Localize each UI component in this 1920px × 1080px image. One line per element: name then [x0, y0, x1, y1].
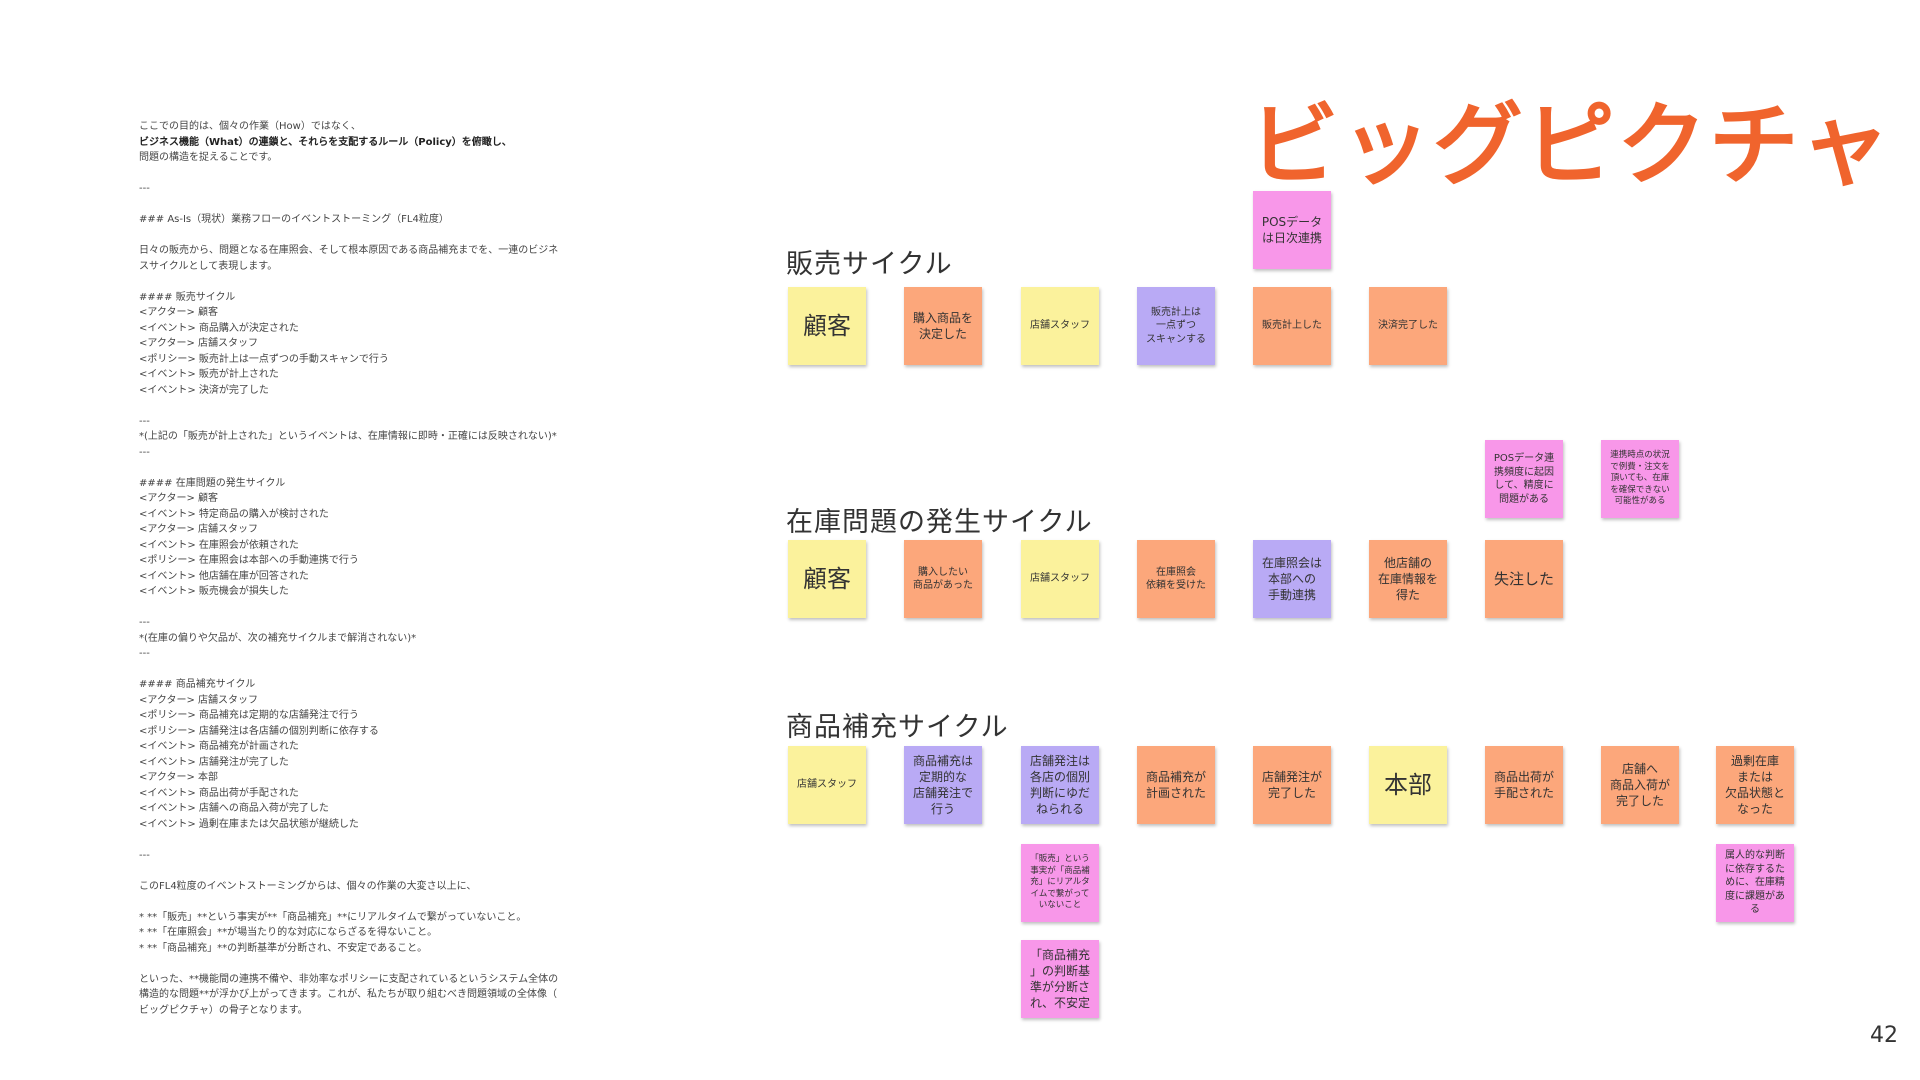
document-line: ---	[139, 415, 150, 427]
document-line: ### As-Is（現状）業務フローのイベントストーミング（FL4粒度）	[139, 214, 449, 225]
document-line: 構造的な問題**が浮かび上がってきます。これが、私たちが取り組むべき問題領域の全…	[139, 989, 557, 1000]
document-line: <アクター> 顧客	[139, 493, 219, 504]
document-line: <イベント> 特定商品の購入が検討された	[139, 508, 329, 520]
document-line: * **「在庫照会」**が場当たり的な対応にならざるを得ないこと。	[139, 927, 438, 938]
sticky-note-actor[interactable]: 顧客	[788, 540, 866, 618]
document-line	[139, 274, 619, 290]
document-line: <ポリシー> 在庫照会は本部への手動連携で行う	[139, 555, 359, 566]
document-line: <イベント> 商品購入が決定された	[139, 322, 299, 334]
sticky-note-event[interactable]: 商品補充が 計画された	[1137, 746, 1215, 824]
document-line: <イベント> 他店舗在庫が回答された	[139, 570, 309, 582]
document-line: ---	[139, 648, 150, 659]
sticky-note-event[interactable]: 店舗へ 商品入荷が 完了した	[1601, 746, 1679, 824]
document-line: <イベント> 店舗への商品入荷が完了した	[139, 803, 329, 814]
sticky-note-actor[interactable]: 本部	[1369, 746, 1447, 824]
section-sales-cycle: 販売サイクル	[786, 249, 953, 280]
sticky-note-actor[interactable]: 店舗スタッフ	[1021, 287, 1099, 365]
document-line	[139, 832, 619, 848]
sticky-note-event[interactable]: 販売計上した	[1253, 287, 1331, 365]
document-line: スサイクルとして表現します。	[139, 260, 278, 272]
page-number: 42	[1870, 1023, 1898, 1048]
document-line: ビッグピクチャ）の骨子となります。	[139, 1004, 308, 1016]
document-line: <アクター> 本部	[139, 772, 219, 783]
sticky-note-event[interactable]: 他店舗の 在庫情報を 得た	[1369, 540, 1447, 618]
sticky-note-event[interactable]: 在庫照会 依頼を受けた	[1137, 540, 1215, 618]
document-line: *(上記の「販売が計上された」というイベントは、在庫情報に即時・正確には反映され…	[139, 431, 557, 442]
document-line: <アクター> 店舗スタッフ	[139, 338, 259, 349]
sticky-note-policy[interactable]: 在庫照会は 本部への 手動連携	[1253, 540, 1331, 618]
document-line: * **「商品補充」**の判断基準が分断され、不安定であること。	[139, 942, 428, 954]
sticky-note-event[interactable]: 失注した	[1485, 540, 1563, 618]
document-line: <イベント> 商品出荷が手配された	[139, 787, 299, 799]
document-line: <イベント> 在庫照会が依頼された	[139, 539, 299, 551]
sticky-note-actor[interactable]: 店舗スタッフ	[1021, 540, 1099, 618]
document-line	[139, 894, 619, 910]
sticky-note-problem[interactable]: POSデータ は日次連携	[1253, 191, 1331, 269]
sticky-note-policy[interactable]: 商品補充は 定期的な 店舗発注で 行う	[904, 746, 982, 824]
document-line: ---	[139, 849, 150, 861]
document-line	[139, 600, 619, 616]
sticky-note-event[interactable]: 店舗発注が 完了した	[1253, 746, 1331, 824]
document-line: <イベント> 販売機会が損失した	[139, 586, 289, 597]
document-line: 日々の販売から、問題となる在庫照会、そして根本原因である商品補充までを、一連のビ…	[139, 245, 559, 256]
document-line: <イベント> 販売が計上された	[139, 369, 279, 380]
sticky-note-policy[interactable]: 店舗発注は 各店の個別 判断にゆだ ねられる	[1021, 746, 1099, 824]
document-line	[139, 662, 619, 678]
sticky-note-event[interactable]: 決済完了した	[1369, 287, 1447, 365]
page-title: ビッグピクチャ	[1248, 93, 1892, 198]
document-line: * **「販売」**という事実が**「商品補充」**にリアルタイムで繋がっていな…	[139, 911, 527, 923]
sticky-note-problem[interactable]: POSデータ連 携頻度に起因 して、精度に 問題がある	[1485, 440, 1563, 518]
document-line: ---	[139, 617, 150, 628]
document-line: <イベント> 過剰在庫または欠品状態が継続した	[139, 818, 359, 830]
document-line	[139, 460, 619, 476]
sticky-note-event[interactable]: 過剰在庫 または 欠品状態と なった	[1716, 746, 1794, 824]
section-replenish-cycle: 商品補充サイクル	[786, 712, 1009, 743]
document-line: *(在庫の偏りや欠品が、次の補充サイクルまで解消されない)*	[139, 632, 417, 644]
section-inventory-cycle: 在庫問題の発生サイクル	[786, 507, 1093, 538]
document-line: #### 在庫問題の発生サイクル	[139, 477, 286, 489]
document-line: ---	[139, 446, 150, 458]
document-line: <アクター> 店舗スタッフ	[139, 524, 259, 535]
document-line: <ポリシー> 販売計上は一点ずつの手動スキャンで行う	[139, 353, 389, 365]
sticky-note-actor[interactable]: 店舗スタッフ	[788, 746, 866, 824]
document-line: #### 販売サイクル	[139, 291, 236, 303]
document-line	[139, 228, 619, 244]
sticky-note-problem[interactable]: 連携時点の状況 で例費・注文を 頂いても、在庫 を確保できない 可能性がある	[1601, 440, 1679, 518]
sticky-note-event[interactable]: 購入商品を 決定した	[904, 287, 982, 365]
document-line	[139, 166, 619, 182]
document-line: ここでの目的は、個々の作業（How）ではなく、	[139, 121, 361, 132]
document-line: #### 商品補充サイクル	[139, 679, 256, 690]
document-line	[139, 197, 619, 213]
sticky-note-policy[interactable]: 販売計上は 一点ずつ スキャンする	[1137, 287, 1215, 365]
document-line: ビジネス機能（What）の連鎖と、それらを支配するルール（Policy）を俯瞰し…	[139, 136, 512, 148]
sticky-note-event[interactable]: 購入したい 商品があった	[904, 540, 982, 618]
document-line: <イベント> 決済が完了した	[139, 384, 269, 396]
document-line: といった、**機能間の連携不備や、非効率なポリシーに支配されているというシステム…	[139, 973, 559, 985]
sticky-note-problem[interactable]: 属人的な判断 に依存するた めに、在庫精 度に課題があ る	[1716, 844, 1794, 922]
document-line: <イベント> 商品補充が計画された	[139, 741, 299, 752]
document-line	[139, 863, 619, 879]
document-line: <ポリシー> 商品補充は定期的な店舗発注で行う	[139, 710, 359, 721]
sticky-note-problem[interactable]: 「販売」という 事実が「商品補 充」にリアルタ イムで繋がって いないこと	[1021, 844, 1099, 922]
document-line: 問題の構造を捉えることです。	[139, 152, 278, 163]
document-line	[139, 956, 619, 972]
sticky-note-event[interactable]: 商品出荷が 手配された	[1485, 746, 1563, 824]
document-text: ここでの目的は、個々の作業（How）ではなく、ビジネス機能（What）の連鎖と、…	[139, 119, 619, 1039]
sticky-note-problem[interactable]: 「商品補充 」の判断基 準が分断さ れ、不安定	[1021, 940, 1099, 1018]
document-line: ---	[139, 183, 150, 194]
document-line: <イベント> 店舗発注が完了した	[139, 756, 289, 768]
sticky-note-actor[interactable]: 顧客	[788, 287, 866, 365]
document-line: <アクター> 店舗スタッフ	[139, 694, 259, 706]
document-line	[139, 398, 619, 414]
document-line: <ポリシー> 店舗発注は各店舗の個別判断に依存する	[139, 725, 379, 737]
document-line: <アクター> 顧客	[139, 307, 219, 318]
document-line: このFL4粒度のイベントストーミングからは、個々の作業の大変さ以上に、	[139, 880, 477, 892]
